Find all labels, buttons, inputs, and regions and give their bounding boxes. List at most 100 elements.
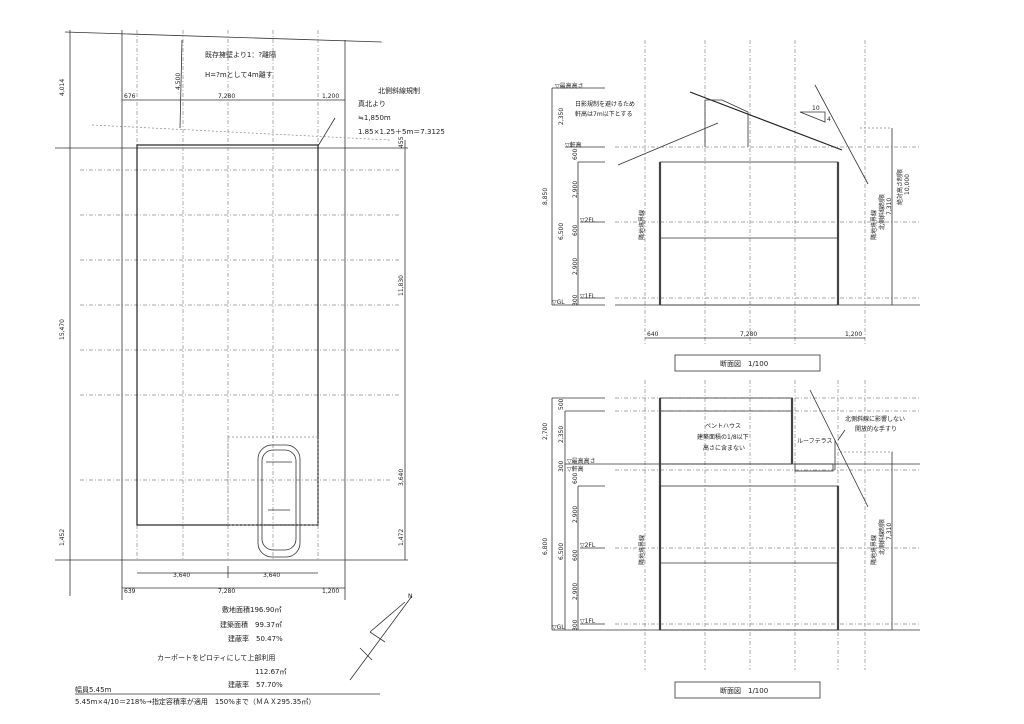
dim-left: 15,470	[59, 319, 66, 340]
north-slope-title: 北側斜線規制	[378, 86, 420, 95]
dim-left-outer: 6,800	[542, 538, 549, 555]
section-2: ▽最高高さ ▽軒高 ▽2FL ▽1FL ▽GL ペントハウス 建築面積の1/8以…	[542, 380, 920, 699]
caption-box	[674, 354, 821, 372]
level-gl: ▽GL	[552, 624, 565, 631]
building-section	[659, 485, 839, 631]
boundary-left: 隣地境界線	[638, 535, 646, 565]
carport-note: カーポートをピロティにして上部利用	[157, 653, 275, 662]
dim-left-inner: 300	[558, 460, 565, 472]
road-width: 幅員5.45m	[75, 685, 112, 694]
north-slope-2: ≒1,850m	[358, 114, 391, 122]
carport-area: 112.67㎡	[255, 668, 287, 676]
carport-coverage: 建蔽率 57.70%	[228, 680, 283, 689]
coverage: 建蔽率 50.47%	[228, 634, 283, 643]
dim-left-outer: 2,700	[542, 423, 549, 440]
penthouse	[659, 397, 793, 465]
dim-left-mid: 6,500	[558, 223, 565, 240]
dim-left-inner: 600	[572, 148, 579, 160]
level-2fl: ▽2FL	[580, 217, 596, 224]
section1-caption: 断面図 1/100	[720, 359, 768, 368]
note-setback-2: H=?mとして4m離す	[205, 70, 273, 79]
dim-left-inner: 600	[572, 224, 579, 236]
dim-left-inner: 300	[572, 294, 579, 306]
dim-left-mid: 6,500	[558, 543, 565, 560]
level-eave: ▽軒高	[565, 141, 582, 149]
boundary-left: 隣地境界線	[638, 210, 646, 240]
dim-bottom-inner: 3,640	[263, 572, 280, 579]
section1-grid	[615, 40, 920, 345]
dim-left: 1,452	[59, 529, 66, 546]
north-slope-leader	[317, 117, 336, 147]
penthouse-label: ペントハウス	[705, 422, 741, 430]
eave-note-1: 日影規制を避けるため	[575, 100, 635, 108]
plan-grid	[80, 30, 400, 560]
setback-line	[179, 39, 183, 129]
note-setback-1: 既存擁壁より1：?離隔	[205, 50, 276, 59]
section2-caption: 断面図 1/100	[720, 686, 768, 695]
car-icon	[257, 444, 301, 558]
dim-left-inner: 2,900	[572, 258, 579, 275]
building-footprint	[136, 144, 319, 526]
north-slope-line	[814, 84, 869, 185]
dim-left: 4,014	[59, 79, 66, 96]
eave-note-2: 軒高は7m以下とする	[575, 110, 632, 118]
level-1fl: ▽1FL	[580, 618, 596, 625]
dim-left-mid: 2,350	[558, 108, 565, 125]
dim-setback: 4,500	[175, 73, 182, 90]
slope-icon	[799, 111, 826, 123]
site-boundary-top	[64, 31, 383, 43]
dim-left-mid: 500	[558, 398, 565, 410]
north-limit: 北側斜線制限	[878, 519, 886, 555]
north-limit-val: 7,310	[886, 523, 893, 540]
dim-left-mid: 2,350	[558, 426, 565, 443]
site-plan: 既存擁壁より1：?離隔 H=?mとして4m離す 4,500 北側斜線規制 真北よ…	[55, 30, 445, 681]
level-1fl: ▽1FL	[580, 293, 596, 300]
dim-left-inner: 2,900	[572, 506, 579, 523]
dim-left-inner: 2,900	[572, 583, 579, 600]
far-note: 5.45m×4/10＝218%→指定容積率が適用 150%まで（ＭＡＸ295.3…	[75, 697, 315, 706]
dim-bottom: 7,280	[218, 588, 235, 595]
north-slope-line	[809, 389, 869, 508]
dim-right: 1,472	[398, 529, 405, 546]
penthouse-note: 高さに含まない	[703, 444, 745, 452]
dim-left-inner: 600	[572, 472, 579, 484]
carport-area	[227, 436, 319, 526]
dim-left-outer: 8,850	[542, 188, 549, 205]
level-gl: ▽GL	[552, 299, 565, 306]
boundary-right: 隣地境界線	[870, 210, 878, 240]
dim-right: 3,640	[398, 469, 405, 486]
svg-text:N: N	[408, 593, 413, 600]
dim-right: 455	[398, 136, 405, 148]
level-eave: ▽軒高	[567, 465, 584, 473]
railing-note: 北側斜線に影響しない	[845, 415, 905, 423]
level-2fl: ▽2FL	[580, 542, 596, 549]
dim-bottom-inner: 3,640	[173, 572, 190, 579]
roof-terrace-label: ルーフテラス	[797, 438, 833, 445]
dim-left-inner: 2,900	[572, 181, 579, 198]
section-1: ▽最高高さ ▽軒高 ▽2FL ▽1FL ▽GL 日影規制を避けるため 軒高は7m…	[542, 40, 920, 372]
dim-bottom: 7,280	[740, 331, 757, 338]
railing-note: 開放的な手すり	[855, 425, 897, 433]
building-area: 建築面積 99.37㎡	[220, 620, 282, 629]
dim-bottom: 1,200	[845, 331, 862, 338]
roof-terrace-slab	[794, 463, 834, 472]
building-section	[659, 161, 839, 306]
dim-left-inner: 300	[572, 619, 579, 631]
dim-right: 11,830	[398, 275, 405, 296]
north-limit: 北側斜線制限	[878, 194, 886, 230]
site-area: 敷地面積196.90㎡	[222, 605, 282, 614]
dim-top: 676	[124, 93, 136, 100]
dim-bottom: 1,200	[322, 588, 339, 595]
caption-box	[674, 681, 821, 699]
dim-left-inner: 600	[572, 549, 579, 561]
slope-run: 10	[812, 105, 820, 112]
absolute-height-val: 10,000	[904, 174, 911, 195]
absolute-height-limit: 絶対高さ制限	[896, 169, 904, 205]
north-slope-3: 1.85×1.25＋5m＝7.3125	[358, 128, 445, 136]
dim-top: 1,200	[322, 93, 339, 100]
level-max-height: ▽最高高さ	[567, 457, 596, 465]
roof-line	[689, 91, 843, 151]
dim-bottom: 640	[647, 331, 659, 338]
dim-bottom: 639	[124, 588, 136, 595]
